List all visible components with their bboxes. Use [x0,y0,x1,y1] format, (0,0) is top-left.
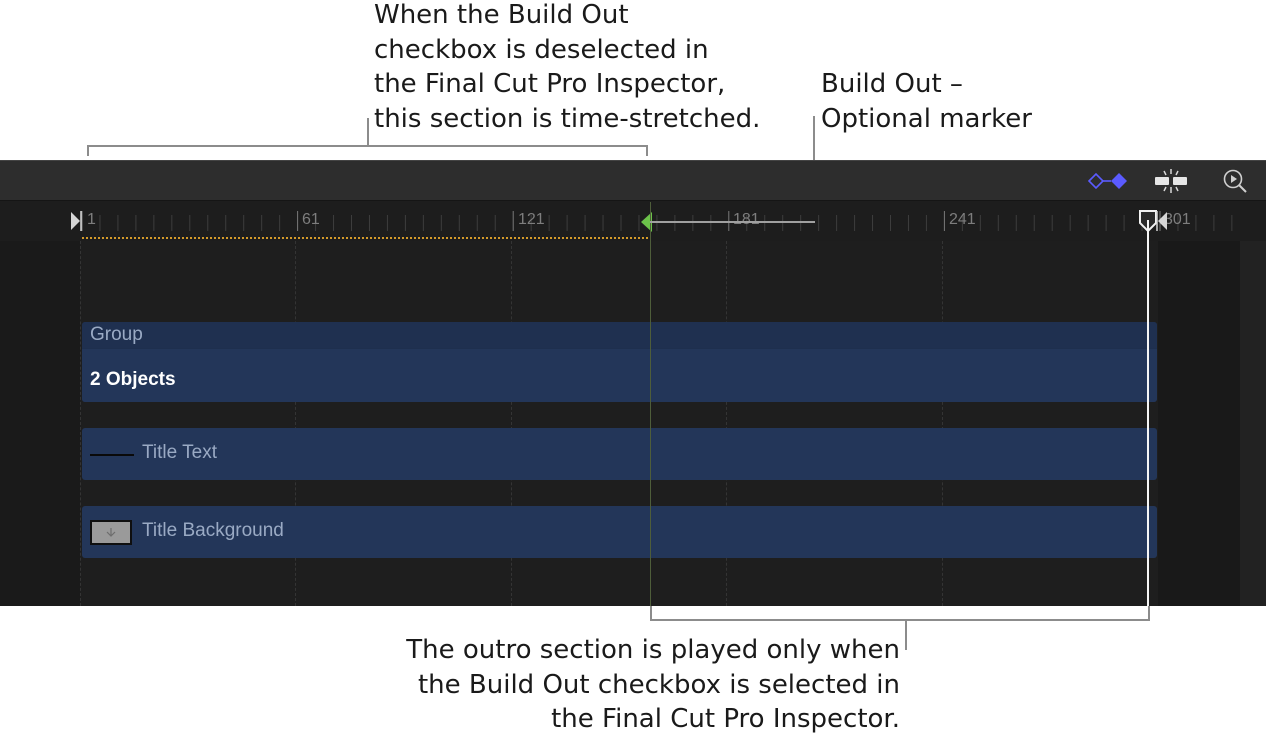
outro-bracket-right [1148,606,1150,621]
callout-line: The outro section is played only when [406,635,900,665]
timeline-tracks-area[interactable]: Group 2 Objects Title Text Title Backgro… [0,241,1266,606]
ruler-label-121: 121 [518,211,545,228]
callout-line: Optional marker [821,103,1032,134]
ruler-label-1: 1 [87,211,96,228]
play-range-in-icon[interactable] [70,210,82,237]
group-objects-label: 2 Objects [90,369,176,390]
callout-line: When the Build Out [374,0,629,30]
callout-line: this section is time-stretched. [374,103,761,134]
callout-line: the Final Cut Pro Inspector, [374,69,726,99]
play-range-indicator [82,237,648,239]
group-track-label: Group [90,324,143,345]
timeline-panel: 1 61 121 181 241 301 [0,160,1266,606]
gridline [511,241,512,606]
gridline [80,241,81,606]
outro-bracket-bottom [650,619,1150,621]
timeline-ruler[interactable]: 1 61 121 181 241 301 [0,201,1266,241]
ruler-label-61: 61 [302,211,320,228]
callout-line: checkbox is deselected in [374,34,709,65]
time-stretch-leader [367,118,369,146]
gridline [295,241,296,606]
title-background-track[interactable]: Title Background [82,506,1157,558]
time-stretch-bracket-top [87,145,648,147]
callout-line: the Final Cut Pro Inspector. [551,704,900,734]
ruler-label-241: 241 [949,211,976,228]
group-header [82,322,1157,348]
title-text-label: Title Text [142,442,217,463]
gridline [726,241,727,606]
play-range-out-icon[interactable] [1156,210,1168,237]
snapping-icon[interactable] [1154,167,1188,195]
build-out-marker-icon[interactable] [640,211,654,238]
playhead-line[interactable] [1147,220,1149,606]
build-out-marker-callout: Build Out – Optional marker [821,67,1032,136]
build-out-marker-line [650,202,651,606]
outro-leader [905,620,907,650]
callout-line: the Build Out checkbox is selected in [417,669,900,700]
keyframe-diamond-icon[interactable] [1087,167,1127,195]
timeline-toolbar [0,160,1266,201]
callout-line: Build Out – [821,69,963,99]
marker-leader-horizontal [650,221,815,223]
outro-bracket-left [650,606,652,621]
gridline [942,241,943,606]
time-stretch-bracket-left [87,145,89,156]
ruler-label-301: 301 [1164,211,1191,228]
time-stretch-callout: When the Build Out checkbox is deselecte… [374,0,760,136]
zoom-to-fit-icon[interactable] [1222,167,1256,195]
time-stretch-bracket-right [646,145,648,156]
ruler-label-181: 181 [733,211,760,228]
group-track[interactable]: Group 2 Objects [82,322,1157,402]
text-layer-icon [90,454,134,456]
scroll-edge [1240,241,1266,606]
outro-callout: The outro section is played only when th… [406,633,900,737]
background-thumbnail-icon [90,520,132,545]
title-background-label: Title Background [142,520,284,541]
group-body [82,349,1157,402]
post-range-shade [1158,241,1240,606]
pre-range-shade [0,241,80,606]
title-text-track[interactable]: Title Text [82,428,1157,480]
